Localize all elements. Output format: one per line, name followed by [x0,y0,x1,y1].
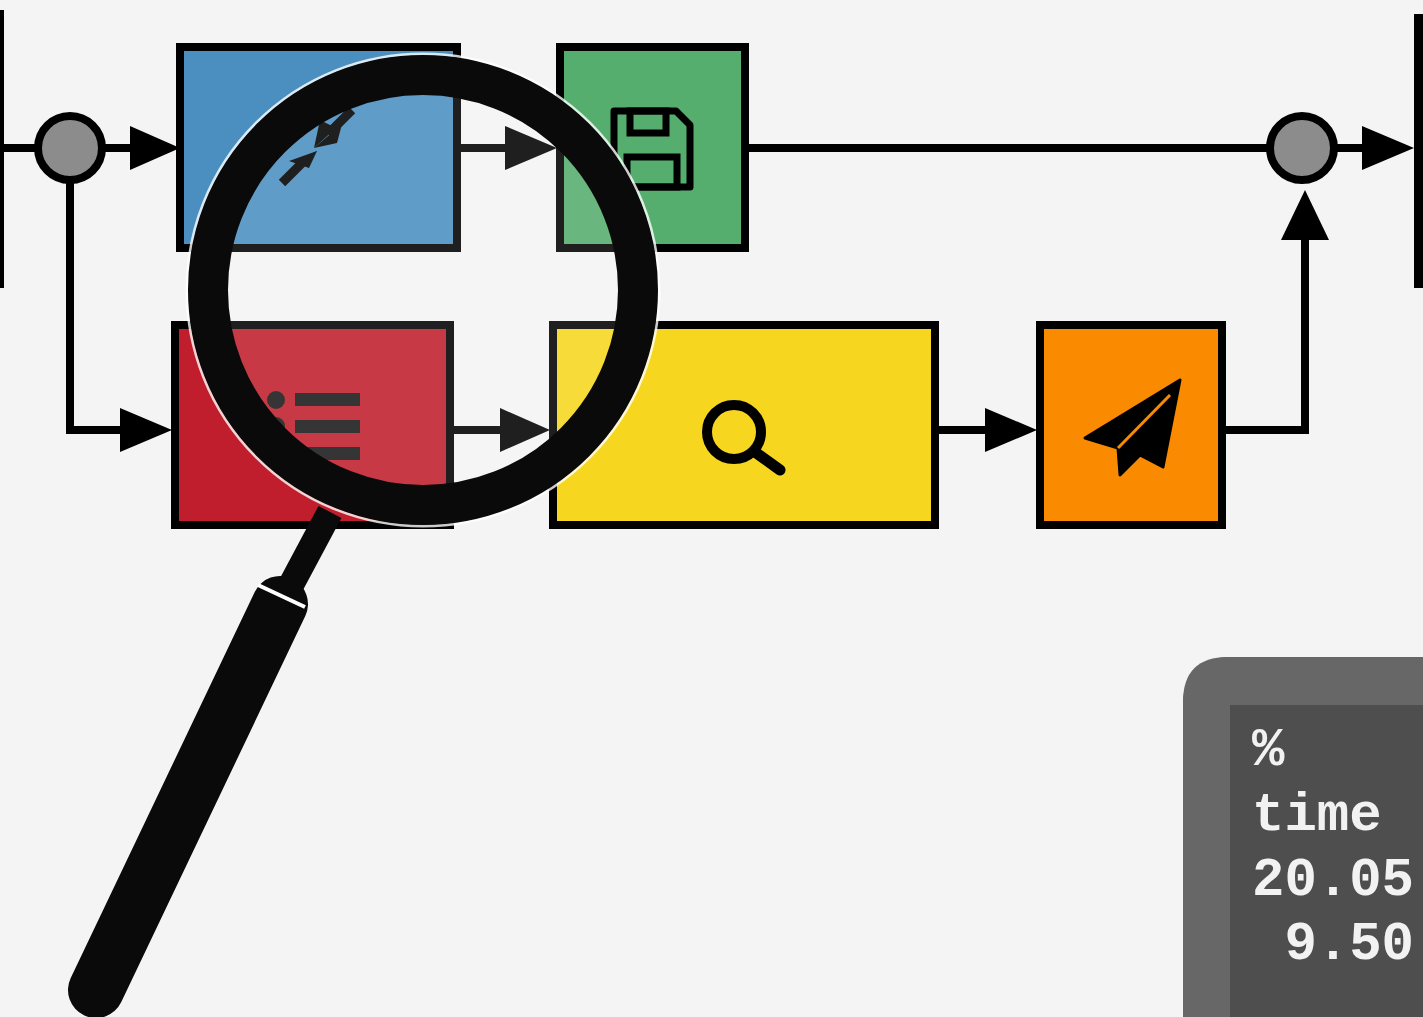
arrowhead [1362,126,1414,170]
profile-value: 20.05 [1252,849,1423,914]
magnifier-handle [96,604,280,990]
lens-glass [208,75,638,505]
handle-band [258,585,305,607]
wire [70,148,135,430]
search-icon [707,405,780,470]
magnifier-ring [208,75,638,505]
send-box [1040,325,1222,525]
terminal-panel: % time20.059.50 [1183,657,1423,1017]
terminal-screen: % time20.059.50 [1230,705,1423,1017]
arrowhead [130,126,180,170]
arrowhead [985,408,1037,452]
arrowhead [120,408,172,452]
lens-rim-highlight [187,54,659,526]
arrowhead [1281,190,1329,240]
junction-dot [1270,116,1334,180]
output-bar [1414,14,1423,288]
column-header: % time [1252,719,1414,849]
send-icon [1085,380,1180,475]
send-icon-fold [1118,395,1170,448]
terminal-frame [1183,657,1423,1017]
wire [1222,230,1305,430]
junction-dot [38,116,102,180]
profile-value: 9.50 [1252,913,1423,978]
